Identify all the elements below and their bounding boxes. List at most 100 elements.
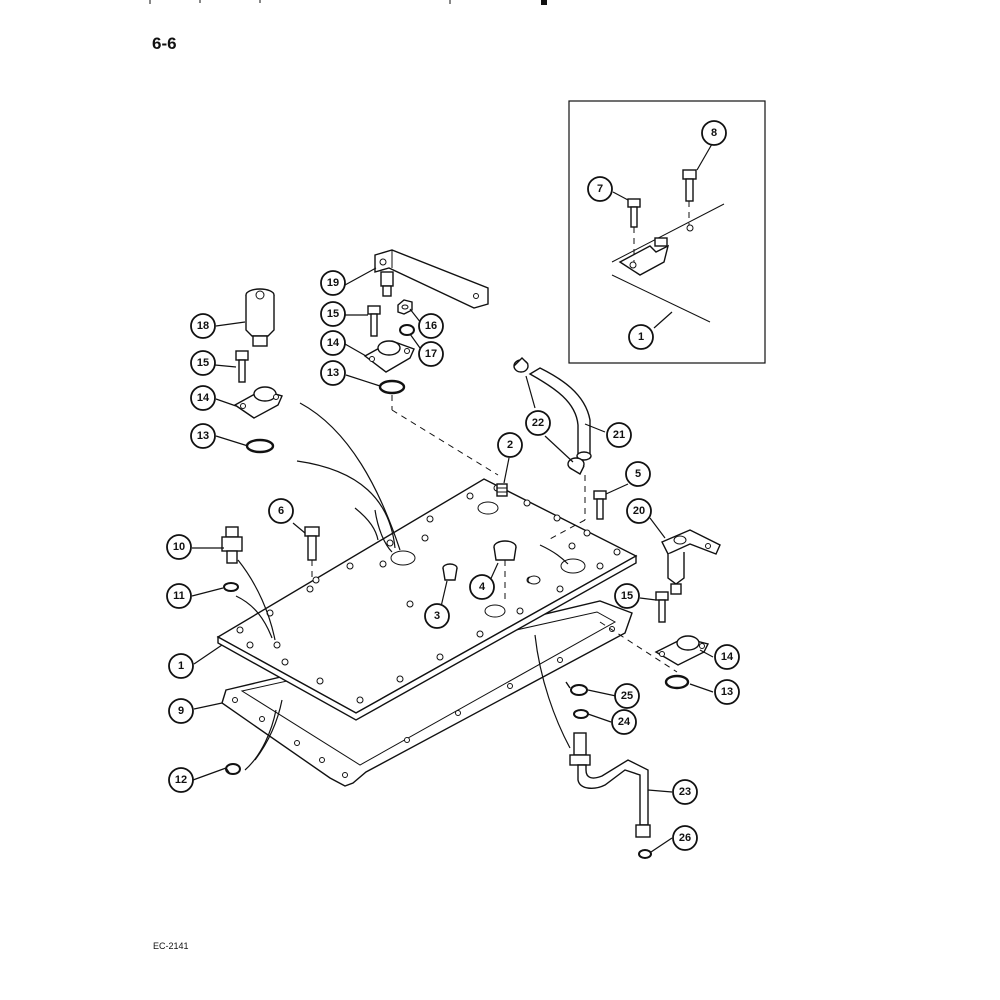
callout-4: 4 [469,574,495,600]
svg-text:4: 4 [479,581,486,593]
callout-26: 26 [672,825,698,851]
svg-text:14: 14 [197,392,210,404]
bolt-8 [682,169,697,225]
svg-text:14: 14 [327,337,340,349]
figure-code: EC-2141 [153,941,189,951]
svg-text:8: 8 [711,127,717,139]
svg-text:23: 23 [679,786,691,798]
svg-text:11: 11 [173,590,185,602]
svg-text:15: 15 [197,357,209,369]
plug-3 [442,563,458,581]
o-ring-13-left [245,438,275,454]
bolt-6 [304,526,320,578]
plug-4 [493,540,517,600]
bracket-20 [661,529,721,595]
plate-1 [216,478,638,721]
callout-13c: 13 [714,679,740,705]
callout-16: 16 [418,313,444,339]
fitting-10 [221,526,243,564]
callout-15a: 15 [320,301,346,327]
callout-24: 24 [611,709,637,735]
callout-8: 8 [701,120,727,146]
clip-25 [565,681,588,696]
flange-14-mid [363,340,415,373]
callout-20: 20 [626,498,652,524]
plug-2 [496,483,508,497]
svg-text:18: 18 [197,320,209,332]
bolt-15-left [235,350,249,383]
callout-12: 12 [168,767,194,793]
o-ring-24 [573,709,589,719]
svg-text:14: 14 [721,651,734,663]
svg-text:17: 17 [425,348,437,360]
svg-text:25: 25 [621,690,633,702]
washer-17 [399,324,415,336]
callout-arrows [191,267,714,853]
callout-13a: 13 [320,360,346,386]
svg-text:13: 13 [721,686,733,698]
svg-text:19: 19 [327,277,339,289]
bolt-15-mid [367,305,381,337]
bolt-7 [627,198,641,262]
bolt-15-right [655,591,669,623]
svg-text:15: 15 [327,308,339,320]
svg-text:1: 1 [638,331,644,343]
svg-text:24: 24 [618,716,631,728]
svg-text:6: 6 [278,505,284,517]
hose-21 [528,367,592,461]
callout-25: 25 [614,683,640,709]
callout-6: 6 [268,498,294,524]
flange-14-right [654,635,710,666]
pin-18 [245,288,275,347]
callout-14a: 14 [320,330,346,356]
o-ring-26 [638,849,652,859]
callout-23: 23 [672,779,698,805]
leader-lines [235,402,571,771]
svg-text:15: 15 [621,590,633,602]
flange-14-left [233,386,283,419]
callout-17: 17 [418,341,444,367]
o-ring-11 [223,582,239,592]
scan-marks [149,0,547,5]
o-ring-13-mid [378,379,406,395]
callout-13b: 13 [190,423,216,449]
callout-14b: 14 [190,385,216,411]
callout-15c: 15 [614,583,640,609]
callout-3: 3 [424,603,450,629]
clamp-22-top [513,357,529,373]
svg-text:12: 12 [175,774,187,786]
callout-15b: 15 [190,350,216,376]
svg-text:3: 3 [434,610,440,622]
clip-12 [225,763,241,775]
nut-16 [397,299,413,315]
callout-1-inset: 1 [628,324,654,350]
svg-text:7: 7 [597,183,603,195]
callout-1: 1 [168,653,194,679]
svg-text:10: 10 [173,541,185,553]
lever-19 [374,249,489,309]
svg-text:20: 20 [633,505,645,517]
callout-2: 2 [497,432,523,458]
inset-detail [568,100,766,364]
o-ring-13-right [664,674,690,690]
svg-text:16: 16 [425,320,437,332]
callout-22: 22 [525,410,551,436]
svg-text:5: 5 [635,468,641,480]
callout-14c: 14 [714,644,740,670]
callout-11: 11 [166,583,192,609]
svg-text:26: 26 [679,832,691,844]
svg-text:21: 21 [613,429,625,441]
callout-18: 18 [190,313,216,339]
svg-text:22: 22 [532,417,544,429]
tube-23 [569,732,651,838]
bolt-5 [593,490,607,520]
svg-text:1: 1 [178,660,184,672]
svg-text:9: 9 [178,705,184,717]
callout-10: 10 [166,534,192,560]
callout-7: 7 [587,176,613,202]
callout-9: 9 [168,698,194,724]
page-number: 6-6 [152,34,177,53]
svg-text:2: 2 [507,439,513,451]
callout-5: 5 [625,461,651,487]
